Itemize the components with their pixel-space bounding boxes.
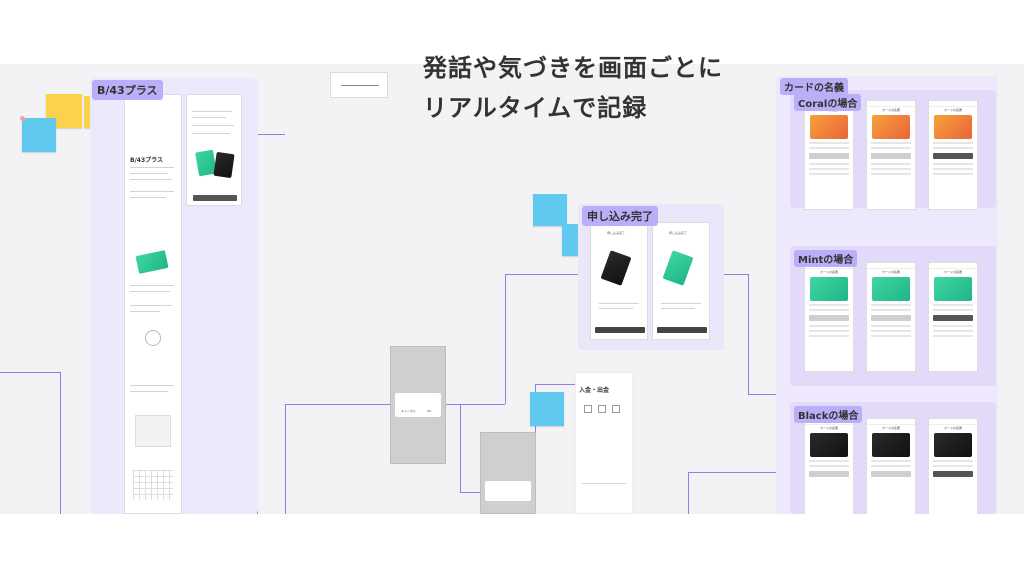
text-line xyxy=(599,303,639,304)
connector-line xyxy=(460,404,461,492)
avatar-icon xyxy=(20,116,25,121)
text-line xyxy=(130,291,170,292)
connector-line xyxy=(60,372,61,514)
card-icon xyxy=(135,250,169,274)
connector-line xyxy=(285,404,286,514)
card-icon xyxy=(662,250,694,286)
text-line xyxy=(582,483,626,484)
text-line xyxy=(130,191,174,192)
ok-button[interactable]: OK xyxy=(427,409,432,413)
sticky-note[interactable] xyxy=(22,118,56,152)
text-line xyxy=(130,391,168,392)
card-icon xyxy=(600,250,632,286)
coral-phone[interactable]: カードの名義 xyxy=(804,100,854,210)
mint-phone[interactable]: カードの名義 xyxy=(804,262,854,372)
calendar-grid xyxy=(133,470,173,500)
black-phone[interactable]: カードの名義 xyxy=(866,418,916,514)
deposit-title: 入金・出金 xyxy=(579,387,610,394)
text-line xyxy=(130,179,172,180)
header-screen[interactable] xyxy=(330,72,388,98)
text-line xyxy=(599,308,633,309)
deposit-screen[interactable]: 入金・出金 xyxy=(575,372,633,514)
headline-line2: リアルタイムで記録 xyxy=(423,94,648,122)
connector-line xyxy=(688,472,778,473)
confirm-dialog[interactable]: キャンセル OK xyxy=(395,393,441,417)
sticky-note[interactable] xyxy=(533,194,567,226)
connector-line xyxy=(445,404,505,405)
text-line xyxy=(341,85,379,86)
plan-screen-title: B/43プラス xyxy=(130,157,163,164)
card-names-tag: カードの名義 xyxy=(780,78,848,95)
apply-screen-black[interactable]: 申し込み完了 xyxy=(590,222,648,340)
text-line xyxy=(192,111,232,112)
apply-button[interactable] xyxy=(193,195,237,201)
connector-line xyxy=(505,274,585,275)
gauge-icon xyxy=(145,330,161,346)
board-area[interactable]: B/43プラス B/43プラス xyxy=(0,64,1024,514)
mint-phone[interactable]: カードの名義 xyxy=(928,262,978,372)
text-line xyxy=(661,308,695,309)
illustration-image xyxy=(135,415,171,447)
connector-line xyxy=(748,274,749,394)
text-line xyxy=(130,311,160,312)
apply-tag: 申し込み完了 xyxy=(582,206,658,226)
apply-screen-title: 申し込み完了 xyxy=(669,231,688,235)
text-line xyxy=(192,133,230,134)
text-line xyxy=(130,197,166,198)
done-button[interactable] xyxy=(657,327,707,333)
text-line xyxy=(192,125,234,126)
text-line xyxy=(192,117,226,118)
connector-line xyxy=(285,404,390,405)
plan-tag: B/43プラス xyxy=(92,80,163,100)
apply-screen-title: 申し込み完了 xyxy=(607,231,626,235)
transfer-icon[interactable] xyxy=(598,405,606,413)
plan-screen-long[interactable]: B/43プラス xyxy=(124,94,182,514)
black-phone[interactable]: カードの名義 xyxy=(804,418,854,514)
connector-line xyxy=(257,134,285,135)
black-phone[interactable]: カードの名義 xyxy=(928,418,978,514)
mint-tag: Mintの場合 xyxy=(794,250,858,267)
connector-line xyxy=(688,472,689,514)
connector-line xyxy=(505,274,506,404)
connector-line xyxy=(0,372,60,373)
apply-screen-mint[interactable]: 申し込み完了 xyxy=(652,222,710,340)
text-line xyxy=(130,305,172,306)
connector-line xyxy=(722,274,748,275)
confirm-dialog[interactable] xyxy=(485,481,531,501)
modal-screen[interactable]: キャンセル OK xyxy=(390,346,446,464)
sticky-note[interactable] xyxy=(530,392,564,426)
black-tag: Blackの場合 xyxy=(794,406,863,423)
headline-line1: 発話や気づきを画面ごとに xyxy=(423,54,723,82)
cancel-button[interactable]: キャンセル xyxy=(401,409,417,413)
done-button[interactable] xyxy=(595,327,645,333)
wallet-icon[interactable] xyxy=(584,405,592,413)
modal-screen[interactable] xyxy=(480,432,536,514)
mint-phone[interactable]: カードの名義 xyxy=(866,262,916,372)
coral-phone[interactable]: カードの名義 xyxy=(928,100,978,210)
coral-tag: Coralの場合 xyxy=(794,94,862,111)
text-line xyxy=(130,385,174,386)
card-icon xyxy=(213,151,235,179)
text-line xyxy=(130,167,174,168)
connector-line xyxy=(748,394,778,395)
plan-screen-card[interactable] xyxy=(186,94,242,206)
text-line xyxy=(661,303,701,304)
text-line xyxy=(130,285,174,286)
bank-icon[interactable] xyxy=(612,405,620,413)
coral-phone[interactable]: カードの名義 xyxy=(866,100,916,210)
connector-line xyxy=(535,384,575,385)
text-line xyxy=(130,173,168,174)
connector-line xyxy=(460,492,480,493)
